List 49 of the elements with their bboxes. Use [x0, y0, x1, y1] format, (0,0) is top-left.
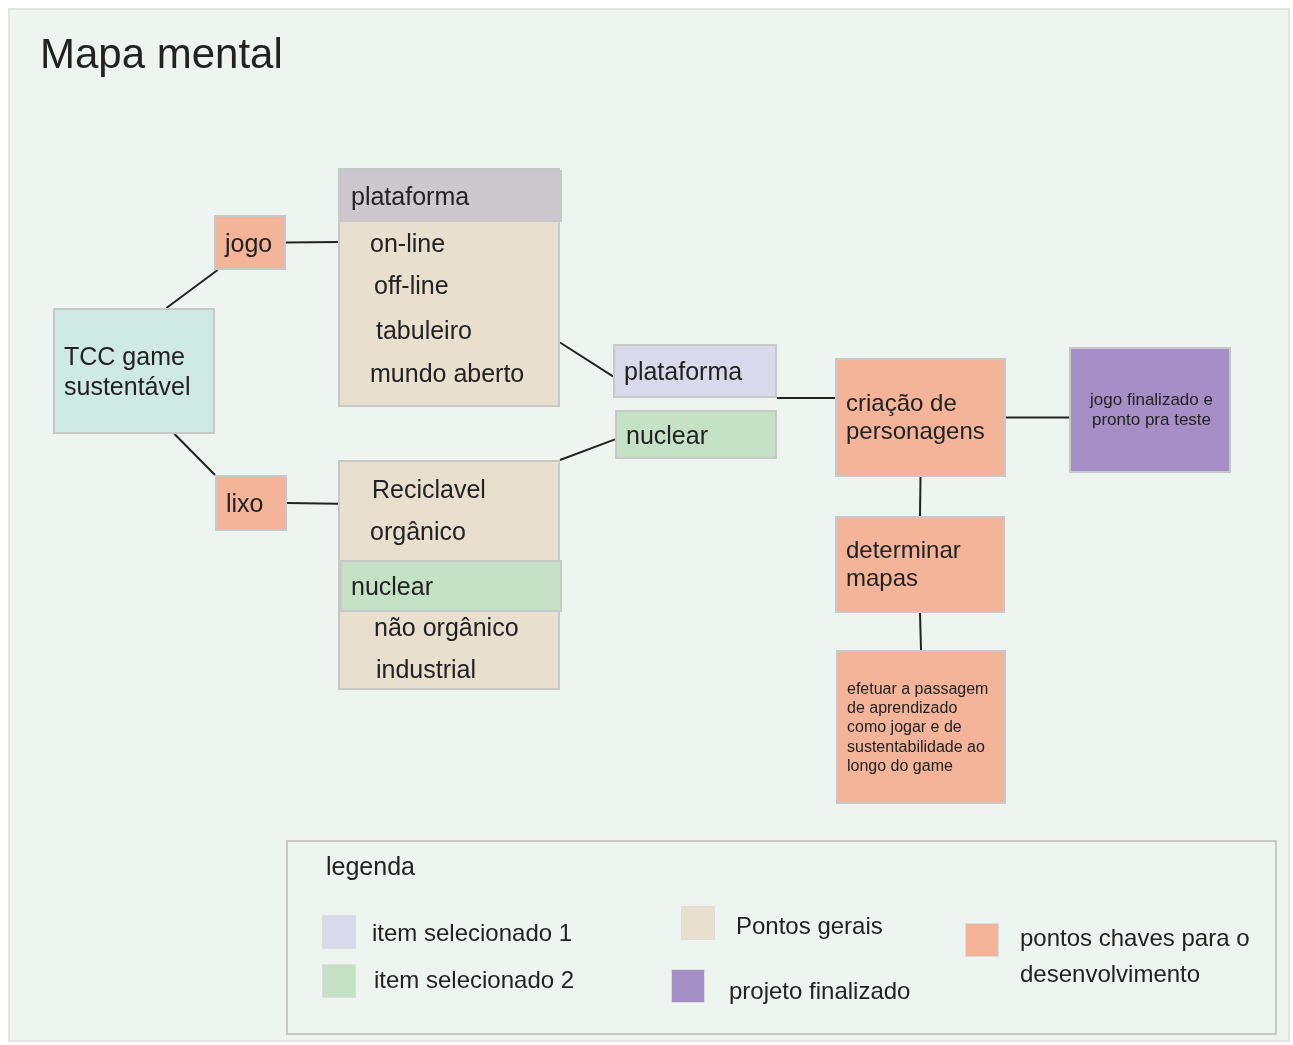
node-label: orgânico — [370, 516, 466, 546]
node-label: on-line — [370, 228, 446, 258]
connector-line — [559, 341, 614, 378]
final-project-box — [1069, 347, 1231, 473]
node-label: industrial — [376, 654, 477, 684]
connector-line — [173, 433, 216, 476]
node-label: efetuar a passagem de aprendizado como jogar e de sustentabilidade ao longo do game — [847, 679, 990, 775]
legend-label: item selecionado 2 — [374, 965, 575, 995]
connector-line — [919, 612, 922, 651]
connector-line — [165, 269, 219, 309]
key-point-box — [836, 650, 1006, 804]
key-point-box — [215, 475, 287, 531]
node-label: lixo — [226, 488, 265, 518]
selected-item-box — [613, 344, 777, 398]
connector-line — [776, 397, 836, 399]
selected-item-box — [340, 560, 562, 612]
topic-box — [53, 308, 215, 434]
node-label: jogo finalizado e pronto pra teste — [1088, 389, 1214, 431]
general-points-box — [338, 460, 560, 690]
node-label: jogo — [225, 227, 274, 258]
node-label: tabuleiro — [376, 315, 472, 345]
node-label: off-line — [374, 270, 449, 300]
legend-label: Pontos gerais — [736, 911, 883, 941]
general-points-box — [338, 168, 560, 407]
legend-label: projeto finalizado — [729, 976, 911, 1006]
legend-title: legenda — [326, 852, 415, 881]
legend-label: pontos chaves para o desenvolvimento — [1020, 923, 1251, 989]
connector-line — [285, 241, 339, 244]
node-label: TCC game sustentável — [64, 341, 192, 401]
node-label: Reciclavel — [372, 474, 486, 504]
legend-label: item selecionado 1 — [372, 918, 573, 948]
node-label: plataforma — [624, 356, 744, 386]
node-label: determinar mapas — [846, 535, 962, 594]
key-point-box — [835, 358, 1006, 477]
connector-line — [286, 502, 339, 505]
connector-line — [1005, 416, 1070, 419]
node-label: plataforma — [351, 181, 471, 211]
node-label: mundo aberto — [370, 358, 525, 388]
connector-line — [559, 438, 616, 461]
key-point-box — [835, 516, 1005, 613]
node-label: criação de personagens — [846, 388, 986, 447]
selected-item-box — [615, 410, 777, 459]
key-point-box — [214, 215, 286, 270]
connector-line — [919, 476, 922, 517]
node-label: nuclear — [626, 419, 709, 450]
node-label: não orgânico — [374, 612, 519, 642]
node-label: nuclear — [351, 571, 434, 601]
diagram-title: Mapa mental — [40, 30, 283, 78]
header-band — [340, 170, 562, 222]
